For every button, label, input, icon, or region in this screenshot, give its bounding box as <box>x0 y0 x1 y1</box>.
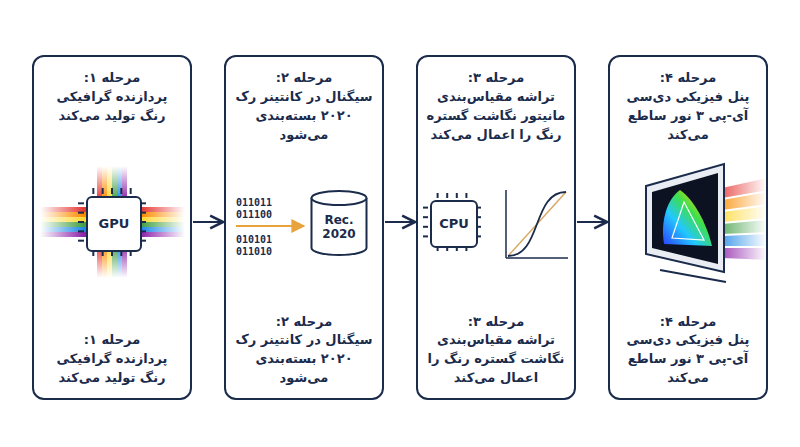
flow-arrow <box>577 221 607 223</box>
storage-cylinder: Rec. 2020 <box>310 190 368 256</box>
chip-pin <box>78 202 84 204</box>
chip-pin <box>423 235 428 237</box>
monitor-bezel <box>646 164 724 272</box>
gamut-diagram <box>663 190 712 246</box>
step-text: پنل فیزیکی دی‌سی آی-پی ۳ نور ساطع می‌کند <box>618 88 758 145</box>
cylinder-body <box>312 198 367 255</box>
ray <box>722 248 768 260</box>
flow-arrow <box>193 221 223 223</box>
stage-panel: مرحله ۴:پنل فیزیکی دی‌سی آی-پی ۳ نور ساط… <box>608 55 768 400</box>
monitor-screen <box>652 173 718 264</box>
text-block: مرحله ۳:تراشه مقیاس‌بندی نگاشت گستره رنگ… <box>426 313 566 388</box>
chip-pin <box>456 193 458 198</box>
step-text: سیگنال در کانتینر رک ۲۰۲۰ بسته‌بندی می‌ش… <box>234 331 374 388</box>
chip-pin <box>92 188 94 194</box>
text-block: مرحله ۱:پردازنده گرافیکی رنگ تولید می‌کن… <box>42 69 182 126</box>
chip-pin <box>102 188 104 194</box>
flow-arrow <box>385 221 415 223</box>
text-block: مرحله ۴:پنل فیزیکی دی‌سی آی-پی ۳ نور ساط… <box>618 69 758 144</box>
text-block: مرحله ۴:پنل فیزیکی دی‌سی آی-پی ۳ نور ساط… <box>618 313 758 388</box>
stage-panel: مرحله ۱:پردازنده گرافیکی رنگ تولید می‌کن… <box>32 55 192 400</box>
signal-arrow <box>236 225 304 227</box>
chip-label: GPU <box>99 217 130 231</box>
step-text: پردازنده گرافیکی رنگ تولید می‌کند <box>42 88 182 126</box>
light-rays <box>722 178 768 260</box>
text-block: مرحله ۳:تراشه مقیاس‌بندی مانیتور نگاشت گ… <box>426 69 566 144</box>
chip-pin <box>446 193 448 198</box>
ray <box>722 234 768 246</box>
ray <box>722 206 768 222</box>
text-block: مرحله ۲:سیگنال در کانتینر رک ۲۰۲۰ بسته‌ب… <box>234 313 374 388</box>
chip-pin <box>465 193 467 198</box>
step-heading: مرحله ۱: <box>42 69 182 88</box>
step-text: پنل فیزیکی دی‌سی آی-پی ۳ نور ساطع می‌کند <box>618 331 758 388</box>
step-heading: مرحله ۳: <box>426 69 566 88</box>
chip-pin <box>78 240 84 242</box>
chip-pin <box>78 212 84 214</box>
chip-pin <box>78 230 84 232</box>
step-heading: مرحله ۲: <box>234 313 374 332</box>
graph-axis <box>505 190 507 258</box>
ray <box>722 220 768 234</box>
text-block: مرحله ۲:سیگنال در کانتینر رک ۲۰۲۰ بسته‌ب… <box>234 69 374 144</box>
step-heading: مرحله ۴: <box>618 69 758 88</box>
tone-curve <box>508 192 566 256</box>
text-block: مرحله ۱:پردازنده گرافیکی رنگ تولید می‌کن… <box>42 331 182 388</box>
chip-pin <box>423 216 428 218</box>
chip-pin <box>423 226 428 228</box>
chip-pins <box>423 193 481 251</box>
binary-code: 011100 <box>236 209 272 220</box>
step-heading: مرحله ۳: <box>426 313 566 332</box>
step-text: سیگنال در کانتینر رک ۲۰۲۰ بسته‌بندی می‌ش… <box>234 88 374 145</box>
step-text: تراشه مقیاس‌بندی مانیتور نگاشت گستره رنگ… <box>426 88 566 145</box>
step-text: تراشه مقیاس‌بندی نگاشت گستره رنگ را اعما… <box>426 331 566 388</box>
chip-pin <box>120 188 122 194</box>
binary-code: 011011 <box>236 197 272 208</box>
chip-label: Rec. 2020 <box>317 214 361 242</box>
gamut-triangle <box>672 202 704 240</box>
chip-pin <box>130 188 132 194</box>
step-heading: مرحله ۲: <box>234 69 374 88</box>
chip-pins <box>78 188 146 256</box>
step-text: پردازنده گرافیکی رنگ تولید می‌کند <box>42 350 182 388</box>
step-heading: مرحله ۴: <box>618 313 758 332</box>
chip-pin <box>111 188 113 194</box>
step-heading: مرحله ۱: <box>42 331 182 350</box>
cylinder-top <box>312 191 367 205</box>
binary-code: 010101 <box>236 234 272 245</box>
linear-curve <box>508 192 566 256</box>
graph-axis <box>506 257 568 259</box>
monitor-base <box>660 270 726 282</box>
binary-code: 011010 <box>236 246 272 257</box>
chip-box: GPU <box>86 196 142 252</box>
chip-box: CPU <box>430 200 478 248</box>
stage-panel: مرحله ۳:تراشه مقیاس‌بندی مانیتور نگاشت گ… <box>416 55 576 400</box>
chip-label: CPU <box>439 217 469 231</box>
chip-pin <box>78 221 84 223</box>
stage-panel: مرحله ۲:سیگنال در کانتینر رک ۲۰۲۰ بسته‌ب… <box>224 55 384 400</box>
chip-pin <box>437 193 439 198</box>
chip-pin <box>423 207 428 209</box>
